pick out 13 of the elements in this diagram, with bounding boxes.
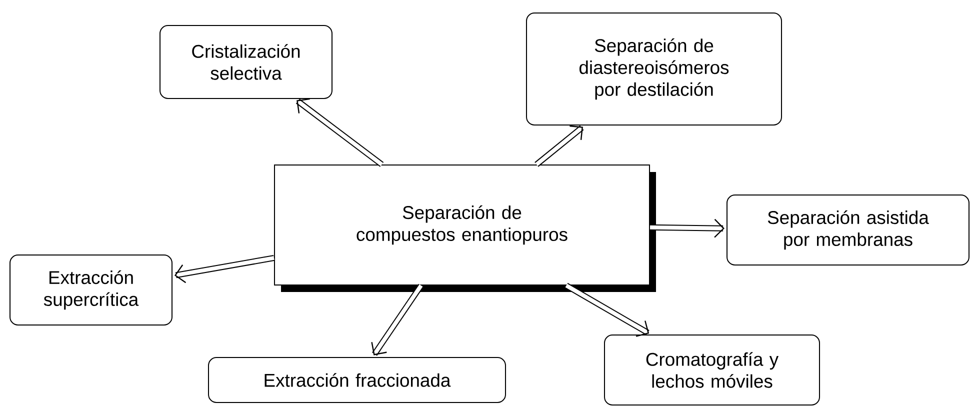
double-arrow [296,98,384,167]
method-box: Extracción fraccionada [208,357,506,403]
double-arrow [564,282,650,337]
double-arrow [650,218,724,238]
method-box: Cristalización selectiva [160,25,332,99]
method-box: Separación de diastereoisómeros por destilación [526,12,782,126]
method-box: Extracción supercrítica [10,254,172,326]
central-box: Separación de compuestos enantiopuros [274,164,656,292]
method-box: Cromatografía y lechos móviles [604,334,820,406]
double-arrow [174,254,275,284]
double-arrow [371,284,424,356]
double-arrow [534,125,584,167]
method-box: Separación asistida por membranas [726,194,970,266]
